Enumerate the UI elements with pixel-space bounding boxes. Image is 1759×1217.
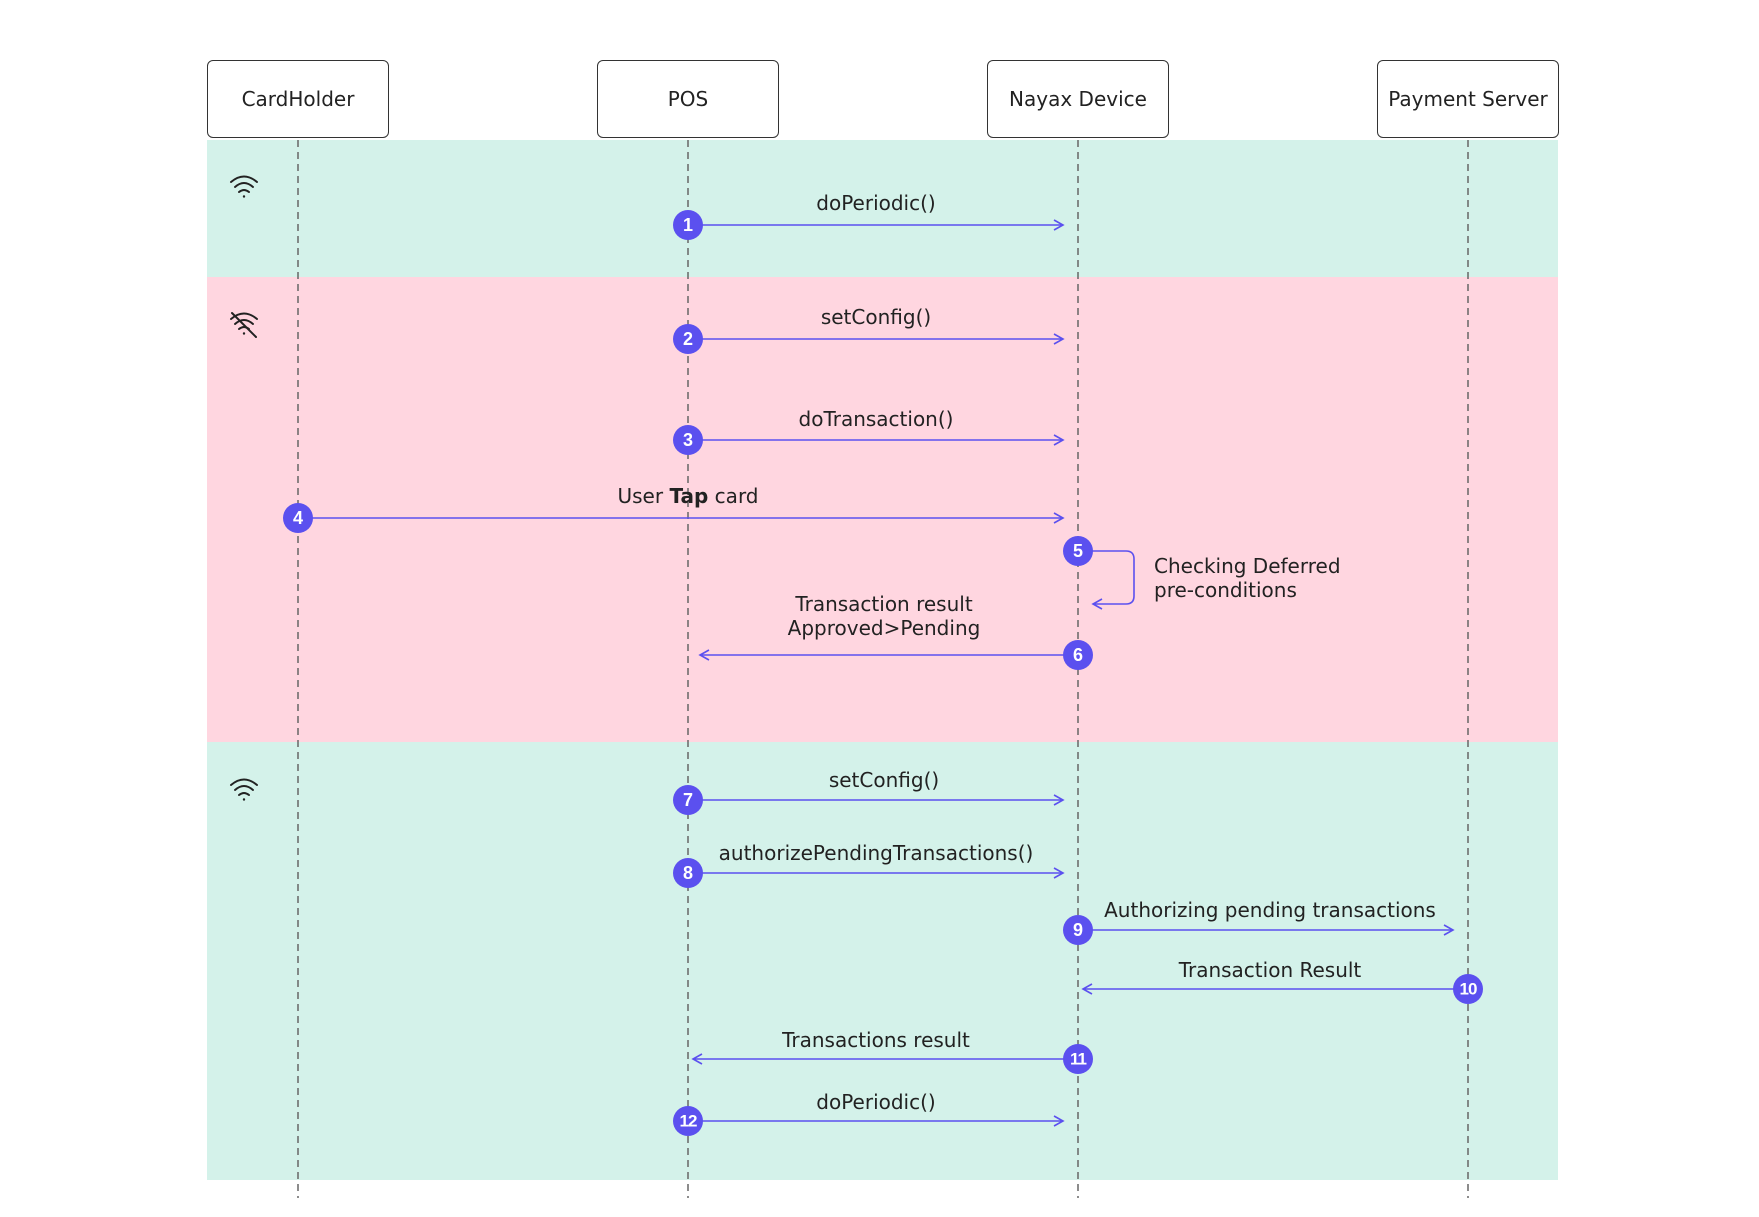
svg-text:4: 4: [293, 508, 303, 528]
message-label-10: Transaction Result: [1178, 958, 1362, 982]
svg-text:8: 8: [683, 863, 693, 883]
actor-pos: POS: [597, 60, 779, 138]
step-badge-12: 12: [673, 1106, 703, 1136]
svg-text:11: 11: [1070, 1050, 1087, 1069]
wifi-off-icon: [230, 312, 258, 338]
svg-text:2: 2: [683, 329, 693, 349]
step-badge-2: 2: [673, 324, 703, 354]
online-band-top: [207, 140, 1558, 277]
self-note-5-line1: Checking Deferred: [1154, 554, 1341, 578]
actor-nayax-device: Nayax Device: [987, 60, 1169, 138]
svg-text:6: 6: [1073, 645, 1083, 665]
svg-text:12: 12: [680, 1112, 697, 1131]
step-badge-7: 7: [673, 785, 703, 815]
step-badge-5: 5: [1063, 536, 1093, 566]
message-label-3: doTransaction(): [798, 407, 954, 431]
step-badge-3: 3: [673, 425, 703, 455]
message-label-12: doPeriodic(): [816, 1090, 936, 1114]
step-badge-11: 11: [1063, 1044, 1093, 1074]
message-label-4-pre: User: [617, 484, 670, 508]
wifi-icon: [230, 175, 258, 198]
message-label-1: doPeriodic(): [816, 191, 936, 215]
svg-text:9: 9: [1073, 920, 1083, 940]
actor-cardholder: CardHolder: [207, 60, 389, 138]
actor-payment-server: Payment Server: [1377, 60, 1559, 138]
self-note-5-line2: pre-conditions: [1154, 578, 1297, 602]
svg-text:3: 3: [683, 430, 693, 450]
arrow-5-self: [1078, 550, 1135, 610]
message-label-11: Transactions result: [782, 1028, 970, 1052]
step-badge-9: 9: [1063, 915, 1093, 945]
wifi-icon: [230, 778, 258, 801]
message-label-4-post: card: [708, 484, 759, 508]
step-badge-1: 1: [673, 210, 703, 240]
step-badge-10: 10: [1453, 974, 1483, 1004]
message-label-6-line2: Approved>Pending: [787, 616, 981, 640]
online-band-bottom: [207, 742, 1558, 1180]
message-label-4-bold: Tap: [669, 484, 709, 508]
message-label-7: setConfig(): [828, 768, 940, 792]
offline-band: [207, 277, 1558, 742]
step-badge-8: 8: [673, 858, 703, 888]
message-label-4: User Tap card: [488, 484, 888, 508]
step-badge-4: 4: [283, 503, 313, 533]
svg-text:1: 1: [683, 215, 693, 235]
message-label-9: Authorizing pending transactions: [1104, 898, 1436, 922]
message-label-6: Transaction result Approved>Pending: [684, 592, 1084, 640]
svg-text:5: 5: [1073, 541, 1083, 561]
message-label-2: setConfig(): [820, 305, 932, 329]
svg-text:7: 7: [683, 790, 693, 810]
self-note-5: Checking Deferred pre-conditions: [1154, 554, 1341, 602]
message-label-6-line1: Transaction result: [795, 592, 973, 616]
step-badge-6: 6: [1063, 640, 1093, 670]
svg-text:10: 10: [1460, 980, 1477, 999]
message-label-8: authorizePendingTransactions(): [718, 841, 1034, 865]
